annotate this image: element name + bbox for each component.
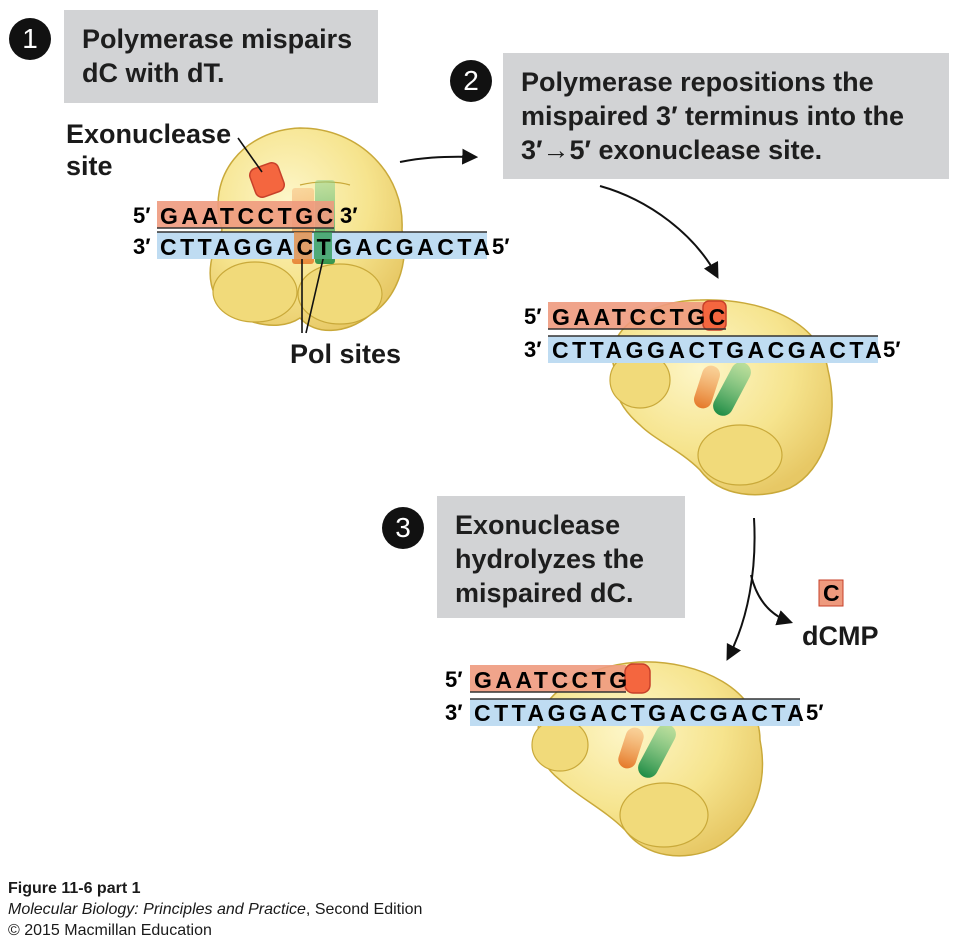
step-1-line-1: Polymerase mispairs — [82, 24, 353, 54]
pol-sites-label: Pol sites — [290, 339, 402, 369]
book-credit: Molecular Biology: Principles and Practi… — [8, 899, 422, 920]
exonuclease-site-pointer — [237, 137, 263, 173]
released-dcmp: C — [818, 579, 844, 607]
dcmp-label: dCMP — [802, 621, 879, 651]
strand-1-top-3prime: 3′ — [340, 203, 358, 228]
arrow-release-dcmp — [750, 574, 794, 626]
strand-1-bottom-seq: CTTAGGACTGACGACTA — [160, 234, 493, 260]
strand-1-top-5prime: 5′ — [133, 203, 151, 228]
step-3-line-1: Exonuclease — [455, 510, 621, 540]
strand-3-top-seq: GAATCCTG — [474, 667, 631, 693]
step-1-box: Polymerase mispairs dC with dT. — [64, 10, 378, 103]
strand-2-top-5prime: 5′ — [524, 304, 542, 329]
step-3-badge: 3 — [382, 507, 424, 549]
strand-3-bottom-seq: CTTAGGACTGACGACTA — [474, 700, 807, 726]
exonuclease-site-label-line-2: site — [66, 151, 113, 181]
strand-1-bottom-5prime: 5′ — [492, 234, 510, 259]
dna-strands-step-3: 5′ GAATCCTG 3′ CTTAGGACTGACGACTA 5′ — [445, 663, 824, 726]
strand-2-top-seq: GAATCCTGC — [552, 304, 729, 330]
arrow-step-1-to-2 — [399, 148, 479, 165]
step-3-box: Exonuclease hydrolyzes the mispaired dC. — [437, 496, 685, 618]
strand-2-bottom-5prime: 5′ — [883, 337, 901, 362]
exonuclease-site-label-line-1: Exonuclease — [66, 119, 232, 149]
strand-2-bottom-seq: CTTAGGACTGACGACTA — [552, 337, 885, 363]
strand-3-top-5prime: 5′ — [445, 667, 463, 692]
strand-2-bottom-3prime: 3′ — [524, 337, 542, 362]
strand-1-bottom-3prime: 3′ — [133, 234, 151, 259]
copyright: © 2015 Macmillan Education — [8, 922, 212, 939]
figure-caption: Figure 11-6 part 1 Molecular Biology: Pr… — [8, 878, 422, 941]
pol-sites-pointer-2 — [305, 254, 325, 334]
polymerase-enzyme-1 — [209, 127, 405, 332]
book-edition: , Second Edition — [305, 901, 423, 918]
exonuclease-site-label: Exonuclease site — [66, 118, 231, 182]
arrow-step-2-down — [599, 185, 719, 279]
released-base: C — [823, 580, 840, 606]
dna-strands-step-1: 5′ GAATCCTGC 3′ 3′ CTTAGGACTGACGACTA 5′ — [133, 201, 510, 260]
strand-1-top-seq: GAATCCTGC — [160, 203, 337, 229]
figure-number: Figure 11-6 part 1 — [8, 880, 141, 897]
strand-3-bottom-3prime: 3′ — [445, 700, 463, 725]
strand-3-bottom-5prime: 5′ — [806, 700, 824, 725]
step-2-line-1: Polymerase repositions the — [521, 67, 874, 97]
dna-strands-step-2: 5′ GAATCCTGC 3′ CTTAGGACTGACGACTA 5′ — [524, 300, 901, 363]
step-3-line-2: hydrolyzes the — [455, 544, 645, 574]
step-3-line-3: mispaired dC. — [455, 578, 634, 608]
step-2-line-2: mispaired 3′ terminus into the — [521, 101, 905, 131]
step-1-badge: 1 — [9, 18, 51, 60]
step-2-badge: 2 — [450, 60, 492, 102]
arrow-step-2-to-3 — [726, 517, 756, 661]
step-1-line-2: dC with dT. — [82, 58, 225, 88]
step-2-box: Polymerase repositions the mispaired 3′ … — [503, 53, 949, 179]
step-2-line-3: 3′→5′ exonuclease site. — [521, 135, 823, 165]
book-title: Molecular Biology: Principles and Practi… — [8, 901, 306, 918]
